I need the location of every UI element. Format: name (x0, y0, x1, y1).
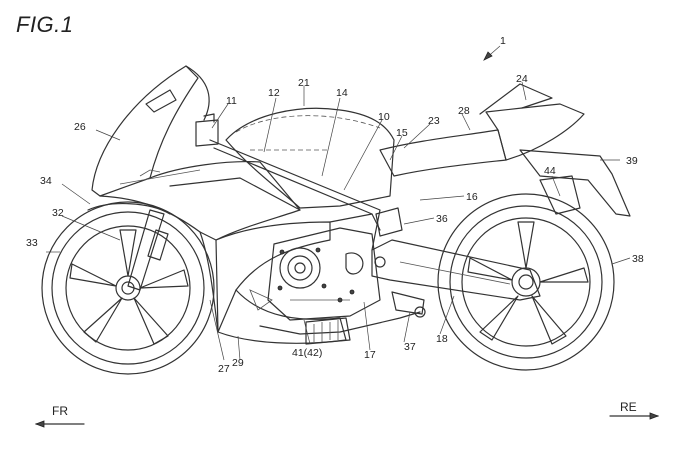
ref-24: 24 (516, 73, 528, 85)
ref-37: 37 (404, 341, 416, 353)
ref-17: 17 (364, 349, 376, 361)
fuel-tank (225, 107, 395, 209)
reference-numerals: 1 11 12 21 14 10 15 23 28 24 26 34 32 33… (26, 35, 644, 375)
footrest (375, 207, 426, 318)
rear-direction-label: RE (620, 400, 637, 414)
front-fork (87, 203, 171, 291)
figure-title: FIG.1 (16, 12, 74, 37)
exhaust-pipe (259, 311, 421, 345)
rear-wheel (437, 193, 615, 371)
ref-18: 18 (436, 333, 448, 345)
ref-28: 28 (458, 105, 470, 117)
ref-11: 11 (226, 95, 237, 107)
reference-leader-lines (46, 45, 631, 361)
side-fairing (215, 221, 347, 344)
seat-cowl (479, 83, 585, 161)
ref-1: 1 (500, 35, 506, 47)
swing-arm (371, 239, 541, 301)
ref-15: 15 (396, 127, 408, 139)
ref-21: 21 (298, 77, 310, 89)
handlebar-and-mirror (145, 89, 219, 147)
ref-23: 23 (428, 115, 440, 127)
ref-34: 34 (40, 175, 52, 187)
ref-33: 33 (26, 237, 38, 249)
front-wheel (41, 201, 215, 375)
ref-32: 32 (52, 207, 64, 219)
engine (267, 227, 381, 321)
ref-12: 12 (268, 87, 280, 99)
ref-16: 16 (466, 191, 478, 203)
ref-41-42: 41(42) (292, 347, 322, 359)
ref-29: 29 (232, 357, 244, 369)
ref-10: 10 (378, 111, 390, 123)
ref-36: 36 (436, 213, 448, 225)
front-direction-label: FR (52, 404, 68, 418)
ref-44: 44 (544, 165, 556, 177)
ref-39: 39 (626, 155, 638, 167)
ref-38: 38 (632, 253, 644, 265)
front-direction-arrow (34, 420, 85, 428)
rear-fender (519, 149, 631, 217)
ref-14: 14 (336, 87, 348, 99)
front-cowl (91, 65, 301, 333)
rear-direction-arrow (609, 412, 660, 420)
ref-26: 26 (74, 121, 86, 133)
ref-27: 27 (218, 363, 230, 375)
